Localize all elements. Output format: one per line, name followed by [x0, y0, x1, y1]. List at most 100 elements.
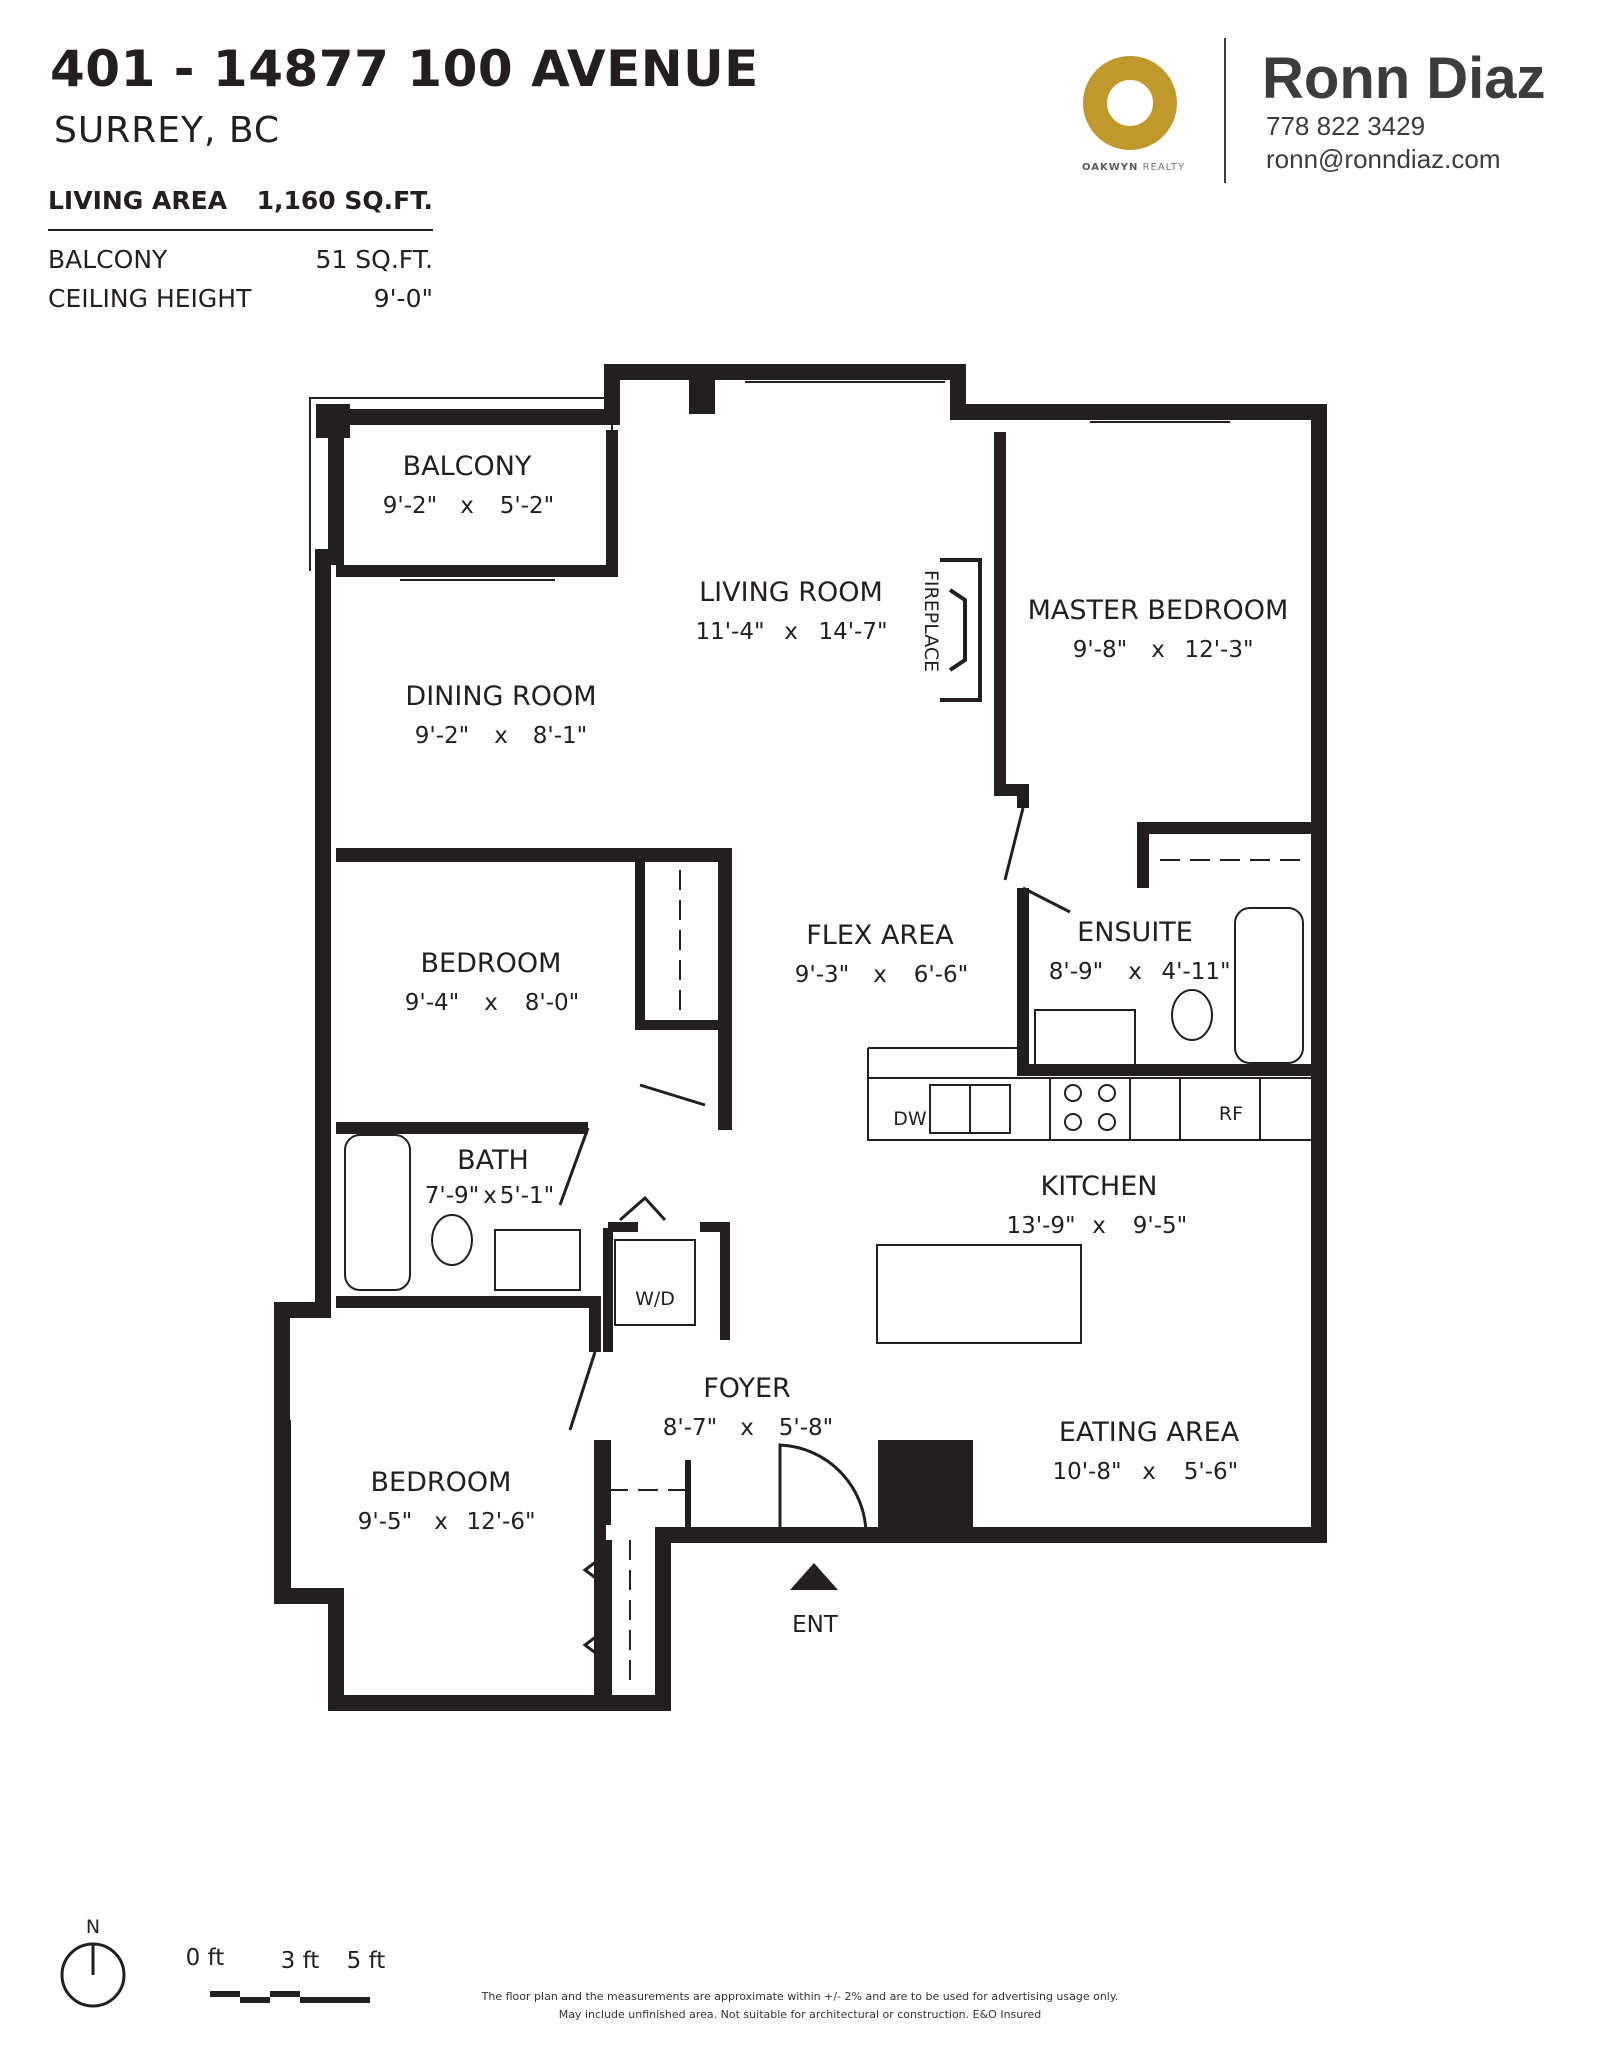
stove-burner-icon	[1098, 1113, 1116, 1131]
spec-value-balcony: 51 SQ.FT.	[315, 245, 433, 274]
wall-laundry	[603, 1222, 730, 1352]
kitchen-counter	[867, 1047, 1319, 1141]
dim-separator: x	[434, 1509, 448, 1535]
door-master	[1003, 807, 1025, 881]
wall-master-left	[994, 432, 1029, 808]
room-dim-w-kitchen: 13'-9"	[1006, 1213, 1075, 1239]
spec-value-living-area: 1,160 SQ.FT.	[256, 186, 433, 215]
door-bath	[558, 1127, 590, 1206]
disclaimer-line-2: May include unfinished area. Not suitabl…	[558, 2008, 1042, 2021]
room-name-balcony: BALCONY	[403, 451, 532, 482]
door-bedroom2	[568, 1351, 597, 1431]
room-name-ensuite: ENSUITE	[1077, 917, 1193, 948]
door-ensuite	[1022, 886, 1071, 914]
brand-name: OAKWYN REALTY	[1082, 162, 1186, 173]
dim-separator: x	[740, 1415, 754, 1441]
room-dim-w-master-bedroom: 9'-8"	[1073, 637, 1127, 663]
washer-dryer-icon	[614, 1239, 696, 1326]
window-bedroom1	[317, 960, 331, 1070]
scale-label-three: 3 ft	[281, 1948, 320, 1974]
wall-master-closet	[1137, 822, 1319, 888]
dishwasher-label: DW	[893, 1108, 927, 1130]
room-name-living-room: LIVING ROOM	[699, 577, 883, 608]
spec-divider	[48, 229, 433, 231]
dim-separator: x	[873, 962, 887, 988]
room-dim-w-ensuite: 8'-9"	[1049, 959, 1103, 985]
room-dim-h-flex-area: 6'-6"	[914, 962, 968, 988]
dim-separator: x	[1151, 637, 1165, 663]
stove-burner-icon	[1064, 1084, 1082, 1102]
scale-label-zero: 0 ft	[186, 1945, 225, 1971]
dim-separator: x	[784, 619, 798, 645]
disclaimer-line-1: The floor plan and the measurements are …	[481, 1990, 1119, 2003]
scale-bar	[210, 1991, 370, 2003]
room-dim-w-foyer: 8'-7"	[663, 1415, 717, 1441]
kitchen-island	[876, 1244, 1082, 1344]
ensuite-toilet-icon	[1171, 989, 1213, 1041]
oakwyn-logo-icon	[1083, 56, 1177, 150]
dim-separator: x	[460, 493, 474, 519]
dim-separator: x	[1092, 1213, 1106, 1239]
room-name-bedroom-2: BEDROOM	[371, 1467, 512, 1498]
washer-dryer-label: W/D	[635, 1288, 675, 1310]
dim-separator: x	[494, 723, 508, 749]
agent-name: Ronn Diaz	[1262, 46, 1546, 111]
structural-column	[878, 1440, 973, 1535]
room-name-eating-area: EATING AREA	[1059, 1417, 1240, 1448]
fireplace-label: FIREPLACE	[920, 570, 942, 672]
room-dim-h-balcony: 5'-2"	[500, 493, 554, 519]
room-dim-w-flex-area: 9'-3"	[795, 962, 849, 988]
wall-ensuite	[1017, 888, 1319, 1076]
dim-separator: x	[1128, 959, 1142, 985]
room-dim-w-bedroom-1: 9'-4"	[405, 990, 459, 1016]
room-name-dining-room: DINING ROOM	[405, 681, 596, 712]
wall-bedroom1-closet	[635, 855, 725, 1030]
door-laundry	[619, 1195, 667, 1222]
stove-burner-icon	[1064, 1113, 1082, 1131]
spec-label-living-area: LIVING AREA	[48, 186, 228, 215]
spec-label-balcony: BALCONY	[48, 245, 168, 274]
bath-tub-icon	[344, 1134, 411, 1291]
wall-bedroom1-top	[336, 848, 732, 1130]
wall-bath-bottom	[336, 1296, 601, 1352]
room-name-flex-area: FLEX AREA	[806, 920, 954, 951]
room-dim-w-living-room: 11'-4"	[695, 619, 764, 645]
room-dim-h-master-bedroom: 12'-3"	[1184, 637, 1253, 663]
room-name-kitchen: KITCHEN	[1041, 1171, 1158, 1202]
agent-phone[interactable]: 778 822 3429	[1266, 111, 1426, 141]
window-bedroom2	[277, 1420, 291, 1590]
agent-email[interactable]: ronn@ronndiaz.com	[1266, 144, 1501, 174]
room-dim-h-dining-room: 8'-1"	[533, 723, 587, 749]
room-dim-w-bedroom-2: 9'-5"	[358, 1509, 412, 1535]
spec-label-ceiling-height: CEILING HEIGHT	[48, 284, 252, 313]
bedroom2-closet-wall	[600, 1540, 612, 1703]
room-name-bath: BATH	[457, 1145, 529, 1176]
room-dim-h-eating-area: 5'-6"	[1184, 1459, 1238, 1485]
bedroom1-closet-doors	[642, 870, 681, 1010]
room-dim-w-eating-area: 10'-8"	[1052, 1459, 1121, 1485]
spec-value-ceiling-height: 9'-0"	[373, 284, 433, 313]
room-dim-h-bedroom-2: 12'-6"	[466, 1509, 535, 1535]
dim-separator: x	[483, 1183, 497, 1209]
window-master-top	[1090, 411, 1230, 423]
fireplace-unit	[940, 558, 982, 702]
exterior-wall	[274, 364, 1327, 1711]
stove-burner-icon	[1098, 1084, 1116, 1102]
room-dim-h-living-room: 14'-7"	[818, 619, 887, 645]
window-living-top	[745, 371, 945, 383]
door-bedroom2-closet	[582, 1553, 606, 1662]
balcony-post	[316, 404, 350, 438]
property-city: SURREY, BC	[54, 110, 281, 151]
room-dim-h-ensuite: 4'-11"	[1161, 959, 1230, 985]
fridge-icon	[1179, 1077, 1261, 1141]
wall-foyer-closet	[605, 1440, 691, 1535]
entrance-label: ENT	[792, 1612, 839, 1638]
room-name-master-bedroom: MASTER BEDROOM	[1028, 595, 1289, 626]
window-dining	[317, 660, 331, 790]
bath-toilet-icon	[431, 1214, 473, 1266]
room-name-foyer: FOYER	[703, 1373, 791, 1404]
bath-vanity-icon	[494, 1229, 581, 1291]
room-dim-h-kitchen: 9'-5"	[1133, 1213, 1187, 1239]
scale-label-five: 5 ft	[347, 1948, 386, 1974]
